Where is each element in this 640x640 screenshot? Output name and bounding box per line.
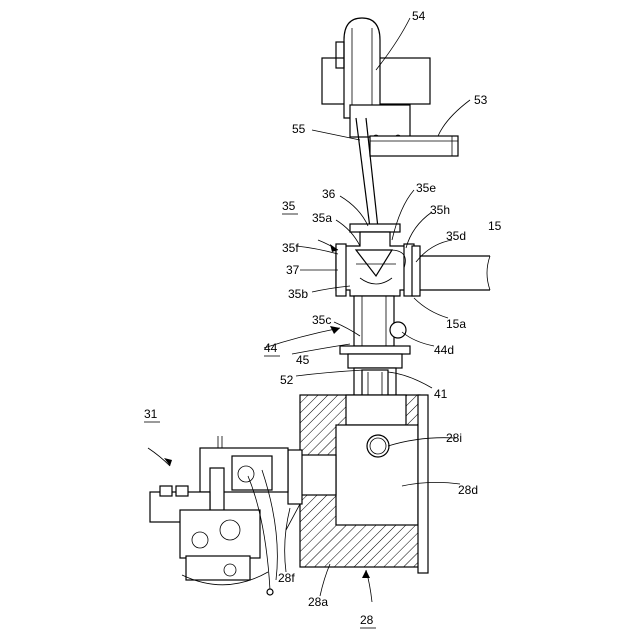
label-36: 36: [322, 187, 336, 201]
label-31: 31: [144, 407, 158, 421]
label-41: 41: [434, 387, 448, 401]
duct-53: [370, 136, 458, 156]
label-35c: 35c: [312, 313, 331, 327]
label-35h: 35h: [430, 203, 450, 217]
label-55: 55: [292, 122, 306, 136]
label-28: 28: [360, 613, 374, 627]
label-53: 53: [474, 93, 488, 107]
label-28d: 28d: [458, 483, 478, 497]
label-28i: 28i: [446, 431, 462, 445]
label-35e: 35e: [416, 181, 436, 195]
housing-35: [336, 224, 414, 296]
arrow-31: [164, 458, 172, 466]
connector-44: [340, 296, 410, 368]
label-37: 37: [286, 263, 300, 277]
label-28a: 28a: [308, 595, 328, 609]
label-15a: 15a: [446, 317, 466, 331]
label-54: 54: [412, 9, 426, 23]
label-28f: 28f: [278, 571, 295, 585]
furnace-28: [286, 395, 428, 573]
label-52: 52: [280, 373, 294, 387]
arrow-28: [362, 570, 370, 578]
label-35a: 35a: [312, 211, 332, 225]
label-44d: 44d: [434, 343, 454, 357]
label-45: 45: [296, 353, 310, 367]
label-35b: 35b: [288, 287, 308, 301]
label-35f: 35f: [282, 241, 299, 255]
label-35d: 35d: [446, 229, 466, 243]
label-15: 15: [488, 219, 502, 233]
blower-54: [322, 18, 430, 141]
label-44: 44: [264, 341, 278, 355]
label-35: 35: [282, 199, 296, 213]
